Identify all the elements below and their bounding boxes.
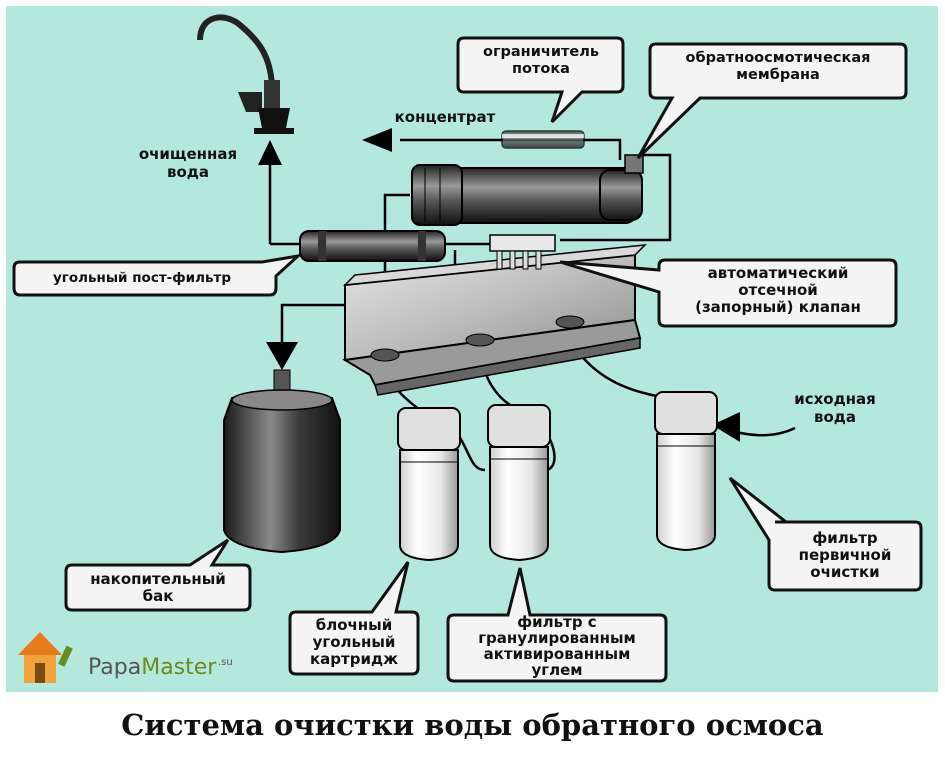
source-water-label: исходная вода xyxy=(794,390,876,426)
shutoff-valve-label: автоматический отсечной (запорный) клапа… xyxy=(695,264,861,316)
carbon-post-filter-body xyxy=(299,230,446,262)
ro-membrane-housing xyxy=(411,154,644,226)
carbon-post-filter-label: угольный пост-фильтр xyxy=(52,270,232,286)
diagram-caption: Система очистки воды обратного осмоса xyxy=(121,708,824,742)
granular-carbon-label: фильтр с гранулированным активированным … xyxy=(478,613,636,679)
shutoff-valve xyxy=(489,234,556,270)
flow-limiter-label: ограничитель потока xyxy=(482,44,600,77)
source-water-arrow xyxy=(712,412,740,442)
storage-tank xyxy=(223,369,341,554)
filter-prefilter xyxy=(654,391,718,552)
prefilter-label: фильтр первичной очистки xyxy=(798,529,892,581)
logo-part-2: Master xyxy=(141,655,217,680)
logo-suffix: .su xyxy=(218,657,233,668)
house-logo-icon xyxy=(18,632,73,683)
filter-granular-carbon xyxy=(487,404,551,562)
purified-water-label: очищенная вода xyxy=(138,145,238,181)
membrane-label: обратноосмотическая мембрана xyxy=(685,50,871,83)
tank-inlet-arrow xyxy=(266,342,298,370)
filter-block-carbon xyxy=(397,407,461,562)
storage-tank-label: накопительный бак xyxy=(90,570,226,605)
mounting-bracket xyxy=(342,244,648,396)
logo-part-1: Papa xyxy=(88,655,142,680)
purified-water-arrow xyxy=(258,140,282,165)
concentrate-label: концентрат xyxy=(394,108,496,126)
faucet xyxy=(197,14,294,134)
flow-limiter xyxy=(501,130,585,149)
block-carbon-label: блочный угольный картридж xyxy=(309,616,399,668)
concentrate-arrow xyxy=(362,128,392,152)
logo-wordmark: PapaMaster xyxy=(88,655,216,680)
callouts xyxy=(12,36,923,683)
